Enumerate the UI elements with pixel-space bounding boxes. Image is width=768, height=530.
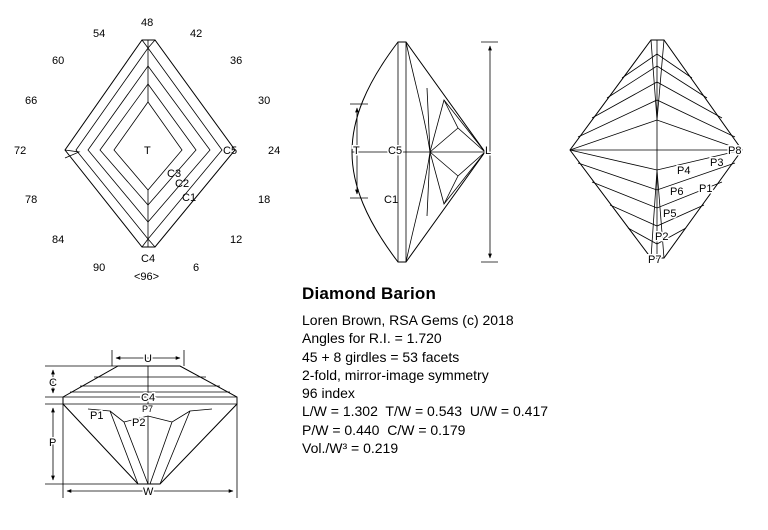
design-refractive-index: Angles for R.I. = 1.720 xyxy=(302,330,442,347)
design-ratios-1: L/W = 1.302 T/W = 0.543 U/W = 0.417 xyxy=(302,403,549,420)
index-6: 6 xyxy=(193,262,199,274)
index-90: 90 xyxy=(93,262,105,274)
side-label-l: L xyxy=(485,145,491,157)
crown-label-t: T xyxy=(144,145,151,157)
profile-label-w: W xyxy=(143,486,154,498)
side-label-c1: C1 xyxy=(384,194,398,206)
index-24: 24 xyxy=(268,145,280,157)
crown-label-c2: C2 xyxy=(175,178,189,190)
index-72: 72 xyxy=(14,145,26,157)
crown-label-c5: C5 xyxy=(223,145,237,157)
pavilion-label-p4: P4 xyxy=(677,165,690,177)
profile-label-c: C xyxy=(49,377,57,389)
design-symmetry: 2-fold, mirror-image symmetry xyxy=(302,366,489,383)
crown-ring-1 xyxy=(75,47,223,240)
design-facet-count: 45 + 8 girdles = 53 facets xyxy=(302,348,460,365)
design-info: Diamond Barion Loren Brown, RSA Gems (c)… xyxy=(302,284,548,457)
design-ratios-2: P/W = 0.440 C/W = 0.179 xyxy=(302,421,466,438)
crown-label-c1: C1 xyxy=(182,192,196,204)
pavilion-view: P8 P3 P4 P1 P6 P5 P2 P7 xyxy=(569,39,743,268)
index-66: 66 xyxy=(25,95,37,107)
profile-label-p2: P2 xyxy=(132,417,145,429)
pavilion-label-p8: P8 xyxy=(728,145,741,157)
side-view: T C5 C1 L xyxy=(350,41,498,263)
side-label-c5: C5 xyxy=(388,145,402,157)
crown-label-c3: C3 xyxy=(167,168,181,180)
design-author: Loren Brown, RSA Gems (c) 2018 xyxy=(302,312,514,328)
index-60: 60 xyxy=(52,55,64,67)
crown-label-c4: C4 xyxy=(141,253,155,265)
side-label-t: T xyxy=(353,145,360,157)
pavilion-label-p7: P7 xyxy=(648,254,661,266)
index-12: 12 xyxy=(230,234,242,246)
profile-outline xyxy=(62,365,238,485)
profile-label-u: U xyxy=(144,353,152,365)
index-42: 42 xyxy=(190,28,202,40)
pavilion-label-p1: P1 xyxy=(699,183,712,195)
index-78: 78 xyxy=(25,194,37,206)
index-96: <96> xyxy=(134,271,159,283)
index-54: 54 xyxy=(93,28,105,40)
pavilion-label-p6: P6 xyxy=(670,186,683,198)
design-title: Diamond Barion xyxy=(302,284,437,303)
pavilion-label-p2: P2 xyxy=(655,231,668,243)
side-outline xyxy=(351,41,486,263)
index-30: 30 xyxy=(258,95,270,107)
index-36: 36 xyxy=(230,55,242,67)
profile-label-p: P xyxy=(49,437,56,449)
index-84: 84 xyxy=(52,234,64,246)
profile-view: U C C4 P7 P1 P2 P W xyxy=(45,350,238,500)
crown-view: 48 42 36 30 24 18 12 6 <96> 90 84 78 72 … xyxy=(14,17,280,283)
pavilion-label-p5: P5 xyxy=(663,208,676,220)
crown-outline xyxy=(64,39,236,248)
profile-label-p7: P7 xyxy=(142,404,153,414)
index-48: 48 xyxy=(141,17,153,29)
design-volume: Vol./W³ = 0.219 xyxy=(302,440,399,457)
pavilion-label-p3: P3 xyxy=(710,157,723,169)
profile-label-p1: P1 xyxy=(90,410,103,422)
profile-label-c4: C4 xyxy=(141,392,155,404)
design-index: 96 index xyxy=(302,385,355,402)
index-18: 18 xyxy=(258,194,270,206)
